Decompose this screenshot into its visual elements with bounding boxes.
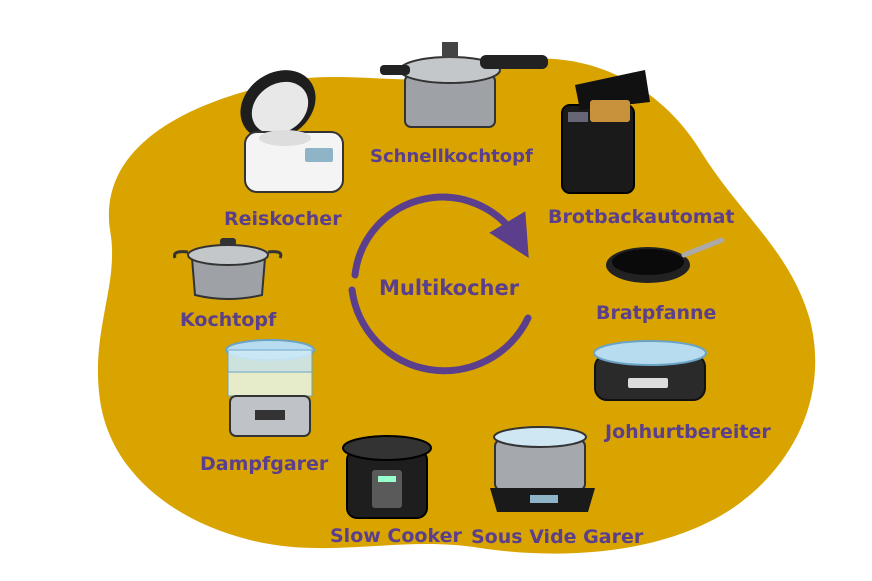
label-schnellkochtopf: Schnellkochtopf xyxy=(370,146,533,167)
cycle-arrow-bottom xyxy=(348,286,532,375)
label-slow-cooker: Slow Cooker xyxy=(330,525,462,547)
bread-maker-icon xyxy=(561,70,650,194)
label-dampfgarer: Dampfgarer xyxy=(200,453,329,475)
label-kochtopf: Kochtopf xyxy=(180,309,277,331)
yogurt-maker-icon xyxy=(593,340,707,401)
steamer-icon xyxy=(225,339,315,437)
pressure-cooker-icon xyxy=(380,42,548,128)
rice-cooker-icon xyxy=(240,70,344,193)
label-reiskocher: Reiskocher xyxy=(224,208,342,230)
frying-pan-icon xyxy=(606,237,725,283)
sous-vide-icon xyxy=(490,426,595,512)
label-johhurtbereiter: Johhurtbereiter xyxy=(605,421,771,443)
label-sous-vide-garer: Sous Vide Garer xyxy=(471,526,644,548)
label-brotbackautomat: Brotbackautomat xyxy=(548,206,735,228)
cooking-pot-icon xyxy=(173,238,283,300)
cycle-arrow-top xyxy=(351,193,529,279)
label-bratpfanne: Bratpfanne xyxy=(596,302,717,324)
slow-cooker-icon xyxy=(342,435,432,519)
center-label: Multikocher xyxy=(379,276,520,300)
